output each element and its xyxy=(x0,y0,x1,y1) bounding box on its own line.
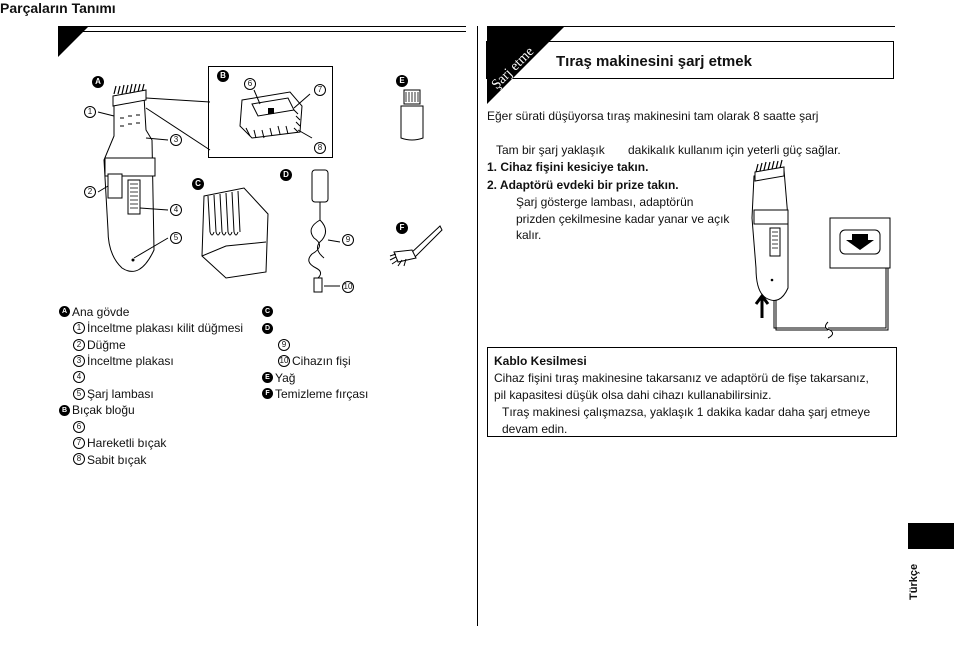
trimmer-illustration xyxy=(97,83,211,272)
list-item: D xyxy=(262,320,368,336)
language-tab-marker xyxy=(908,523,954,549)
section-heading: Parçaların Tanımı xyxy=(0,0,116,16)
adaptor-illustration xyxy=(308,169,341,293)
label-c-badge: C xyxy=(262,306,273,318)
figure-label-c: C xyxy=(192,178,204,190)
callout-4: 4 xyxy=(170,204,182,216)
callout-6: 6 xyxy=(244,78,256,90)
notice-title: Kablo Kesilmesi xyxy=(494,354,587,368)
blade-block-box xyxy=(208,66,333,158)
page-title: Tıraş makinesini şarj etmek xyxy=(556,53,752,70)
notice-line: pil kapasitesi düşük olsa dahi cihazı ku… xyxy=(494,388,772,402)
list-item: C xyxy=(262,304,368,320)
title-box xyxy=(486,41,894,79)
label-b-badge: B xyxy=(59,404,70,416)
cleaning-brush-illustration xyxy=(389,225,443,267)
callout-8: 8 xyxy=(314,142,326,154)
top-rule-left xyxy=(58,26,466,27)
callout-2: 2 xyxy=(84,186,96,198)
figure-label-b: B xyxy=(217,70,229,82)
callout-5: 5 xyxy=(170,232,182,244)
list-item: 9 xyxy=(262,337,368,353)
cord-cut-notice: Kablo Kesilmesi Cihaz fişini tıraş makin… xyxy=(487,347,897,437)
charging-illustration xyxy=(751,159,891,339)
center-divider xyxy=(477,26,478,626)
step-2-note: Şarj gösterge lambası, adaptörün prizden… xyxy=(516,195,730,242)
intro-paragraph: Eğer sürati düşüyorsa tıraş makinesini t… xyxy=(487,109,819,123)
top-rule-left-2 xyxy=(58,31,466,32)
section-corner-triangle xyxy=(487,26,565,104)
notice-line: Tıraş makinesi çalışmazsa, yaklaşık 1 da… xyxy=(502,405,871,419)
callout-3: 3 xyxy=(170,134,182,146)
figure-label-d: D xyxy=(280,169,292,181)
label-f-badge: F xyxy=(262,388,273,400)
charge-info-a: Tam bir şarj yaklaşık xyxy=(496,143,605,157)
comb-attachment-illustration xyxy=(201,187,269,279)
figure-label-f: F xyxy=(396,222,408,234)
list-item: 6 xyxy=(59,419,243,435)
oil-bottle-illustration xyxy=(400,89,424,141)
heading-corner-left xyxy=(58,27,88,57)
callout-9: 9 xyxy=(342,234,354,246)
charge-info-b: dakikalık kullanım için yeterli güç sağl… xyxy=(628,143,841,157)
callout-10: 10 xyxy=(342,281,354,293)
figure-label-e: E xyxy=(396,75,408,87)
label-a-badge: A xyxy=(59,306,70,318)
step-2: 2. Adaptörü evdeki bir prize takın. xyxy=(487,178,679,192)
step-1: 1. Cihaz fişini kesiciye takın. xyxy=(487,160,649,174)
figure-label-a: A xyxy=(92,76,104,88)
label-e-badge: E xyxy=(262,371,273,383)
blade-block-illustration xyxy=(239,89,313,139)
top-rule-right xyxy=(487,26,895,27)
notice-line: devam edin. xyxy=(502,422,568,436)
callout-1: 1 xyxy=(84,106,96,118)
list-item: 4 xyxy=(59,370,243,386)
language-label: Türkçe xyxy=(908,563,920,600)
callout-7: 7 xyxy=(314,84,326,96)
label-d-badge: D xyxy=(262,322,273,334)
notice-line: Cihaz fişini tıraş makinesine takarsanız… xyxy=(494,371,869,385)
